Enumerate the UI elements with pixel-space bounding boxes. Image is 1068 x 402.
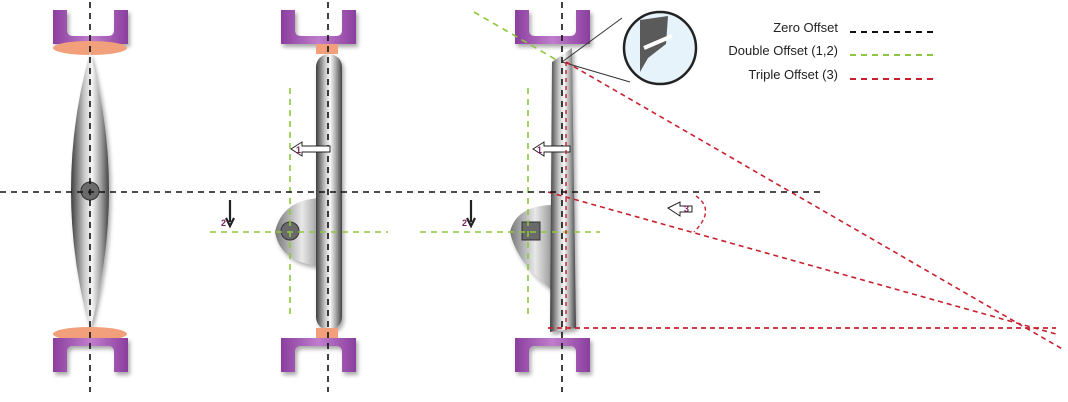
disc-hub — [510, 205, 552, 290]
triple-offset-valve: 1 2 3 — [420, 2, 1065, 392]
legend-triple-offset-label: Triple Offset (3) — [748, 67, 838, 82]
marker-1-label: 1 — [537, 145, 542, 155]
double-offset-diagonal — [473, 11, 561, 63]
marker-2-label: 2 — [221, 218, 226, 228]
bottom-seat — [515, 338, 590, 372]
offset-2-arrow: 2 — [221, 200, 235, 229]
top-seat — [281, 10, 356, 44]
marker-2-label: 2 — [462, 218, 467, 228]
bottom-seat — [281, 338, 356, 372]
offset-1-arrow: 1 — [290, 141, 331, 157]
offset-2-arrow: 2 — [462, 200, 476, 229]
legend-zero-offset-label: Zero Offset — [773, 20, 838, 35]
top-seat — [515, 10, 590, 44]
marker-3-label: 3 — [684, 204, 689, 214]
offset-3-arrow: 3 — [667, 195, 707, 233]
legend: Zero Offset Double Offset (1,2) Triple O… — [728, 20, 934, 82]
shaft-slot — [521, 221, 541, 241]
legend-double-offset-label: Double Offset (1,2) — [728, 43, 838, 58]
offset-1-arrow: 1 — [532, 141, 571, 157]
zero-offset-valve — [53, 2, 128, 392]
bottom-seal — [316, 328, 338, 338]
top-seal — [316, 44, 338, 54]
triple-offset-lines — [547, 61, 1065, 351]
zoom-callout — [561, 10, 698, 86]
disc-bar — [550, 48, 576, 332]
double-offset-valve: 1 2 — [210, 2, 388, 392]
marker-1-label: 1 — [296, 145, 301, 155]
disc-bar — [316, 54, 342, 330]
